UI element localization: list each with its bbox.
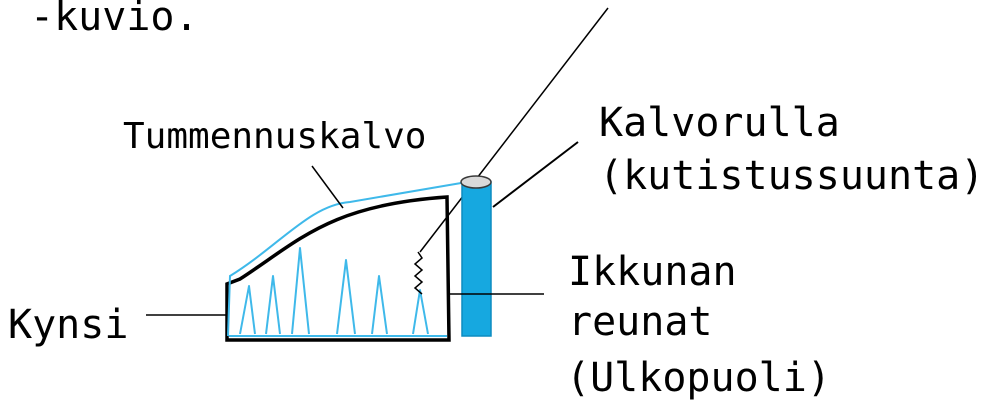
spike — [371, 275, 388, 335]
label-window-edges-2: reunat — [568, 299, 713, 345]
pointer-line-film — [311, 165, 344, 209]
label-claw: Kynsi — [8, 302, 128, 348]
tint-film — [227, 181, 468, 337]
spike — [336, 259, 356, 335]
label-film: Tummennuskalvo — [123, 116, 426, 157]
caption-fragment: -kuvio. — [30, 0, 199, 40]
spike — [291, 247, 310, 335]
roll-top — [460, 175, 492, 189]
zigzag-crease — [413, 251, 424, 295]
spike — [239, 285, 256, 335]
spike — [265, 275, 281, 335]
film-roll — [460, 175, 492, 337]
pointer-line-roll — [492, 141, 579, 208]
window-edge-outline — [225, 195, 451, 342]
pointer-line-top — [419, 7, 609, 253]
roll-body — [461, 181, 492, 337]
label-window-edges-3: (Ulkopuoli) — [566, 355, 831, 401]
label-roll: Kalvorulla — [599, 100, 840, 146]
spike — [412, 289, 429, 335]
claw-spikes — [239, 247, 429, 335]
label-window-edges-1: Ikkunan — [568, 249, 737, 295]
label-roll-direction: (kutistussuunta) — [599, 153, 984, 199]
